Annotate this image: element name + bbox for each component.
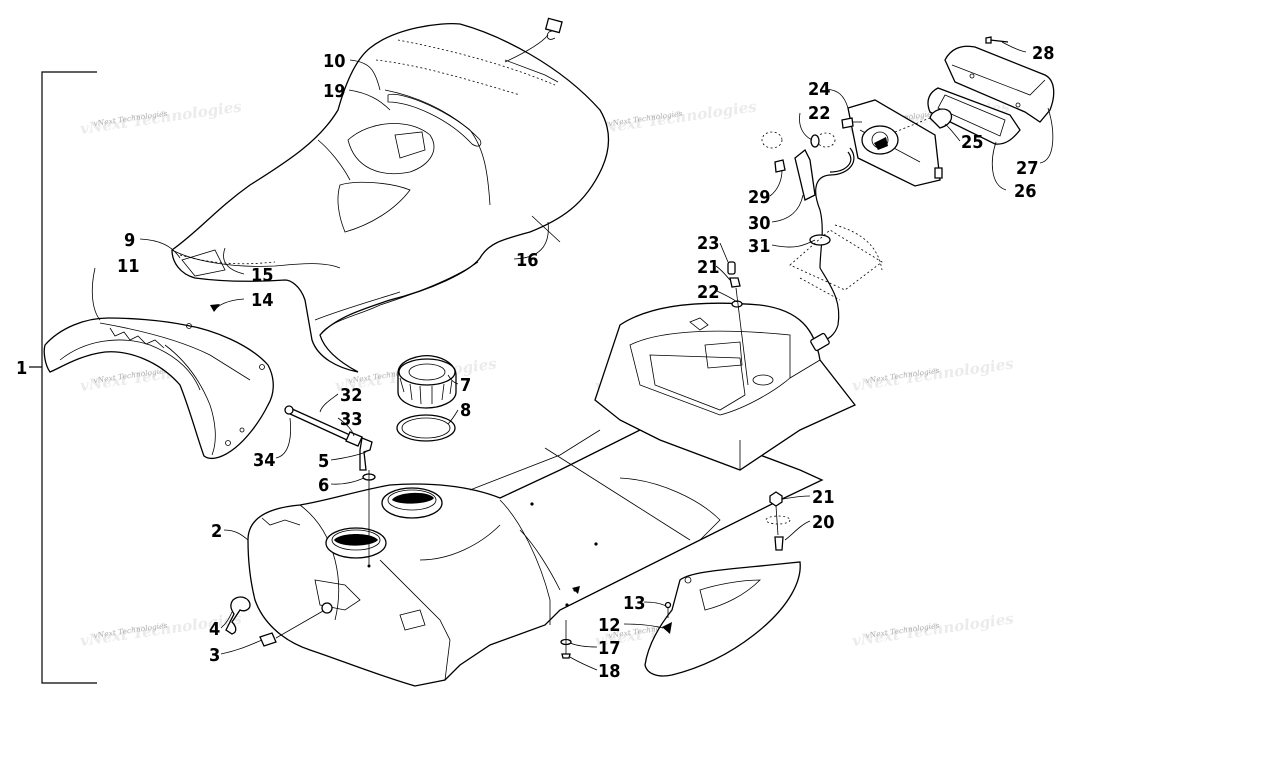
side-panel	[644, 561, 801, 677]
callout-31: 31	[748, 236, 771, 257]
leader-lines	[91, 41, 1054, 671]
callout-19: 19	[323, 81, 346, 102]
callout-22-top: 22	[697, 282, 720, 303]
callout-18: 18	[598, 661, 621, 682]
callout-28: 28	[1032, 43, 1055, 64]
watermark-8: vNext Technologies vNext Technologies	[851, 354, 1015, 395]
callout-27: 27	[1016, 158, 1039, 179]
callout-14: 14	[251, 290, 274, 311]
assembly-bracket	[29, 71, 97, 684]
callout-15: 15	[251, 265, 274, 286]
callout-3: 3	[209, 645, 220, 666]
callout-33: 33	[340, 409, 363, 430]
callout-13: 13	[623, 593, 646, 614]
callout-5: 5	[318, 451, 329, 472]
callout-4: 4	[209, 619, 220, 640]
callout-8: 8	[460, 400, 471, 421]
callout-12: 12	[598, 615, 621, 636]
callout-22-light: 22	[808, 103, 831, 124]
fastener-17-18	[560, 620, 572, 659]
callout-25: 25	[961, 132, 984, 153]
callout-2: 2	[211, 521, 222, 542]
callout-23: 23	[697, 233, 720, 254]
strap	[225, 596, 251, 635]
plug	[259, 602, 333, 647]
callout-16: 16	[516, 250, 539, 271]
fuel-cap	[397, 354, 457, 409]
callout-32: 32	[340, 385, 363, 406]
assembly-label: 1	[16, 358, 27, 379]
callout-6: 6	[318, 475, 329, 496]
callout-34: 34	[253, 450, 276, 471]
callout-7: 7	[460, 375, 471, 396]
fuel-line	[284, 405, 376, 568]
fastener-20-21	[765, 491, 791, 551]
callout-26: 26	[1014, 181, 1037, 202]
callout-21-right: 21	[812, 487, 835, 508]
fuel-tank	[247, 419, 824, 687]
watermark-12: vNext Technologies vNext Technologies	[851, 609, 1015, 650]
callout-17: 17	[598, 638, 621, 659]
callout-24: 24	[808, 79, 831, 100]
callout-9: 9	[124, 230, 135, 251]
fastener-23-21-22	[727, 261, 749, 386]
storage-box	[594, 302, 857, 471]
rear-bumper	[43, 317, 274, 460]
callout-labels: 1 10 19 9 11 15 14 16 32 33 34 5 6 7 8 2…	[16, 43, 1055, 682]
watermark-1: vNext Technologies vNext Technologies	[79, 97, 243, 138]
callout-21-top: 21	[697, 257, 720, 278]
taillight-assembly	[761, 36, 1055, 352]
callout-11: 11	[117, 256, 140, 277]
callout-29: 29	[748, 187, 771, 208]
callout-20: 20	[812, 512, 835, 533]
callout-10: 10	[323, 51, 346, 72]
seat	[171, 17, 610, 373]
fuel-cap-gasket	[396, 414, 456, 442]
watermark-3: vNext Technologies vNext Technologies	[594, 97, 758, 138]
callout-30: 30	[748, 213, 771, 234]
